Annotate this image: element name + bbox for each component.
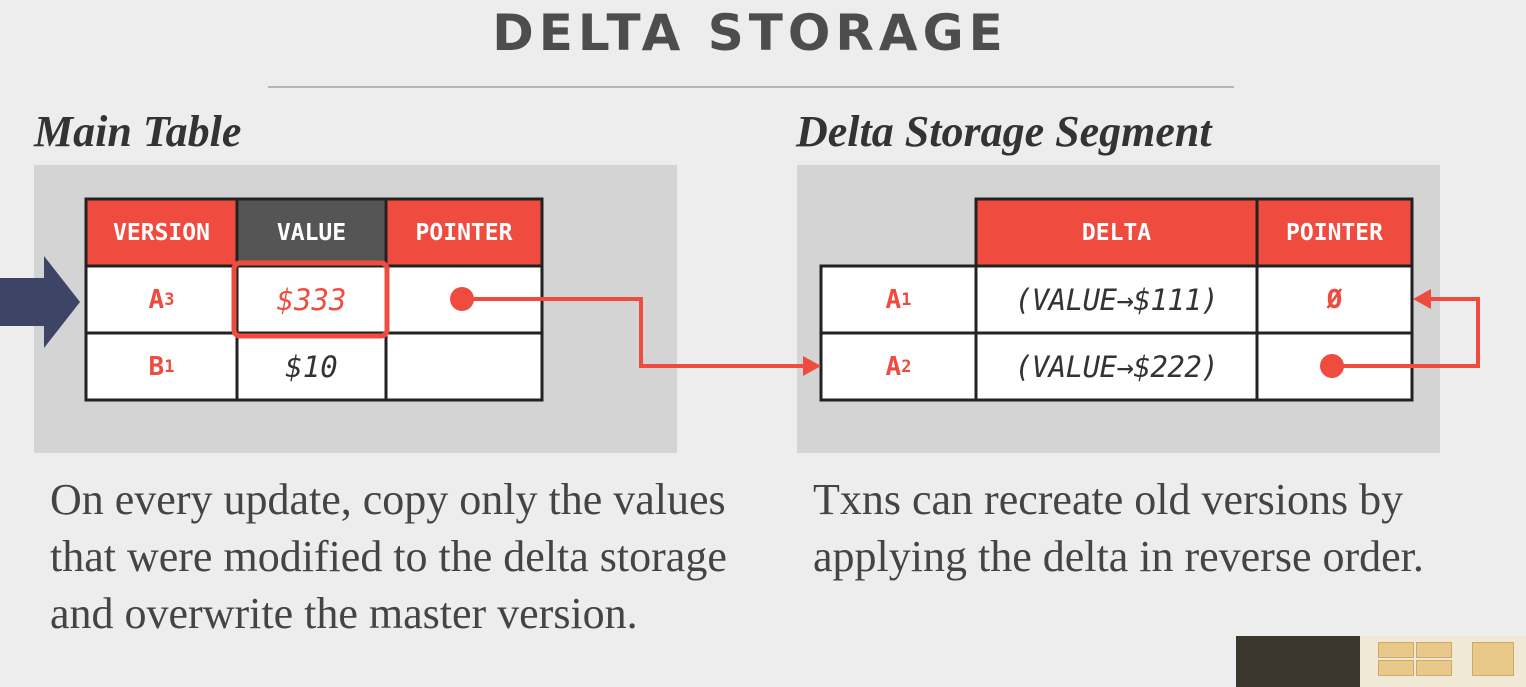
main-table-heading: Main Table [34, 107, 242, 156]
current-row-arrow [0, 256, 80, 348]
thumbnail-screen [1360, 636, 1526, 687]
presenter-video-thumbnail [1236, 636, 1526, 687]
delta-segment-heading: Delta Storage Segment [796, 107, 1212, 156]
right-explanation: Txns can recreate old versions by applyi… [813, 475, 1424, 581]
pointer-cell-b1 [386, 333, 542, 400]
delta-table-grid [819, 197, 1414, 402]
null-pointer-cell: Ø [1257, 266, 1412, 333]
updated-value-highlight [231, 260, 390, 339]
header-value: VALUE [237, 199, 386, 266]
delta-cell-a1: (VALUE→$111) [976, 266, 1257, 333]
slide-title: DELTA STORAGE [492, 4, 1008, 62]
header-version: VERSION [86, 199, 237, 266]
value-cell-a3: $333 [237, 266, 386, 333]
delta-cell-a2: (VALUE→$222) [976, 333, 1257, 400]
header-delta-pointer: POINTER [1257, 199, 1412, 266]
pointer-arrow-a2-to-a1 [1320, 289, 1480, 378]
header-delta: DELTA [976, 199, 1257, 266]
title-divider [268, 86, 1234, 88]
pointer-arrow-a3-to-a2 [450, 287, 821, 376]
left-explanation: On every update, copy only the values th… [50, 475, 727, 638]
value-cell-b1: $10 [237, 333, 386, 400]
header-pointer: POINTER [386, 199, 542, 266]
